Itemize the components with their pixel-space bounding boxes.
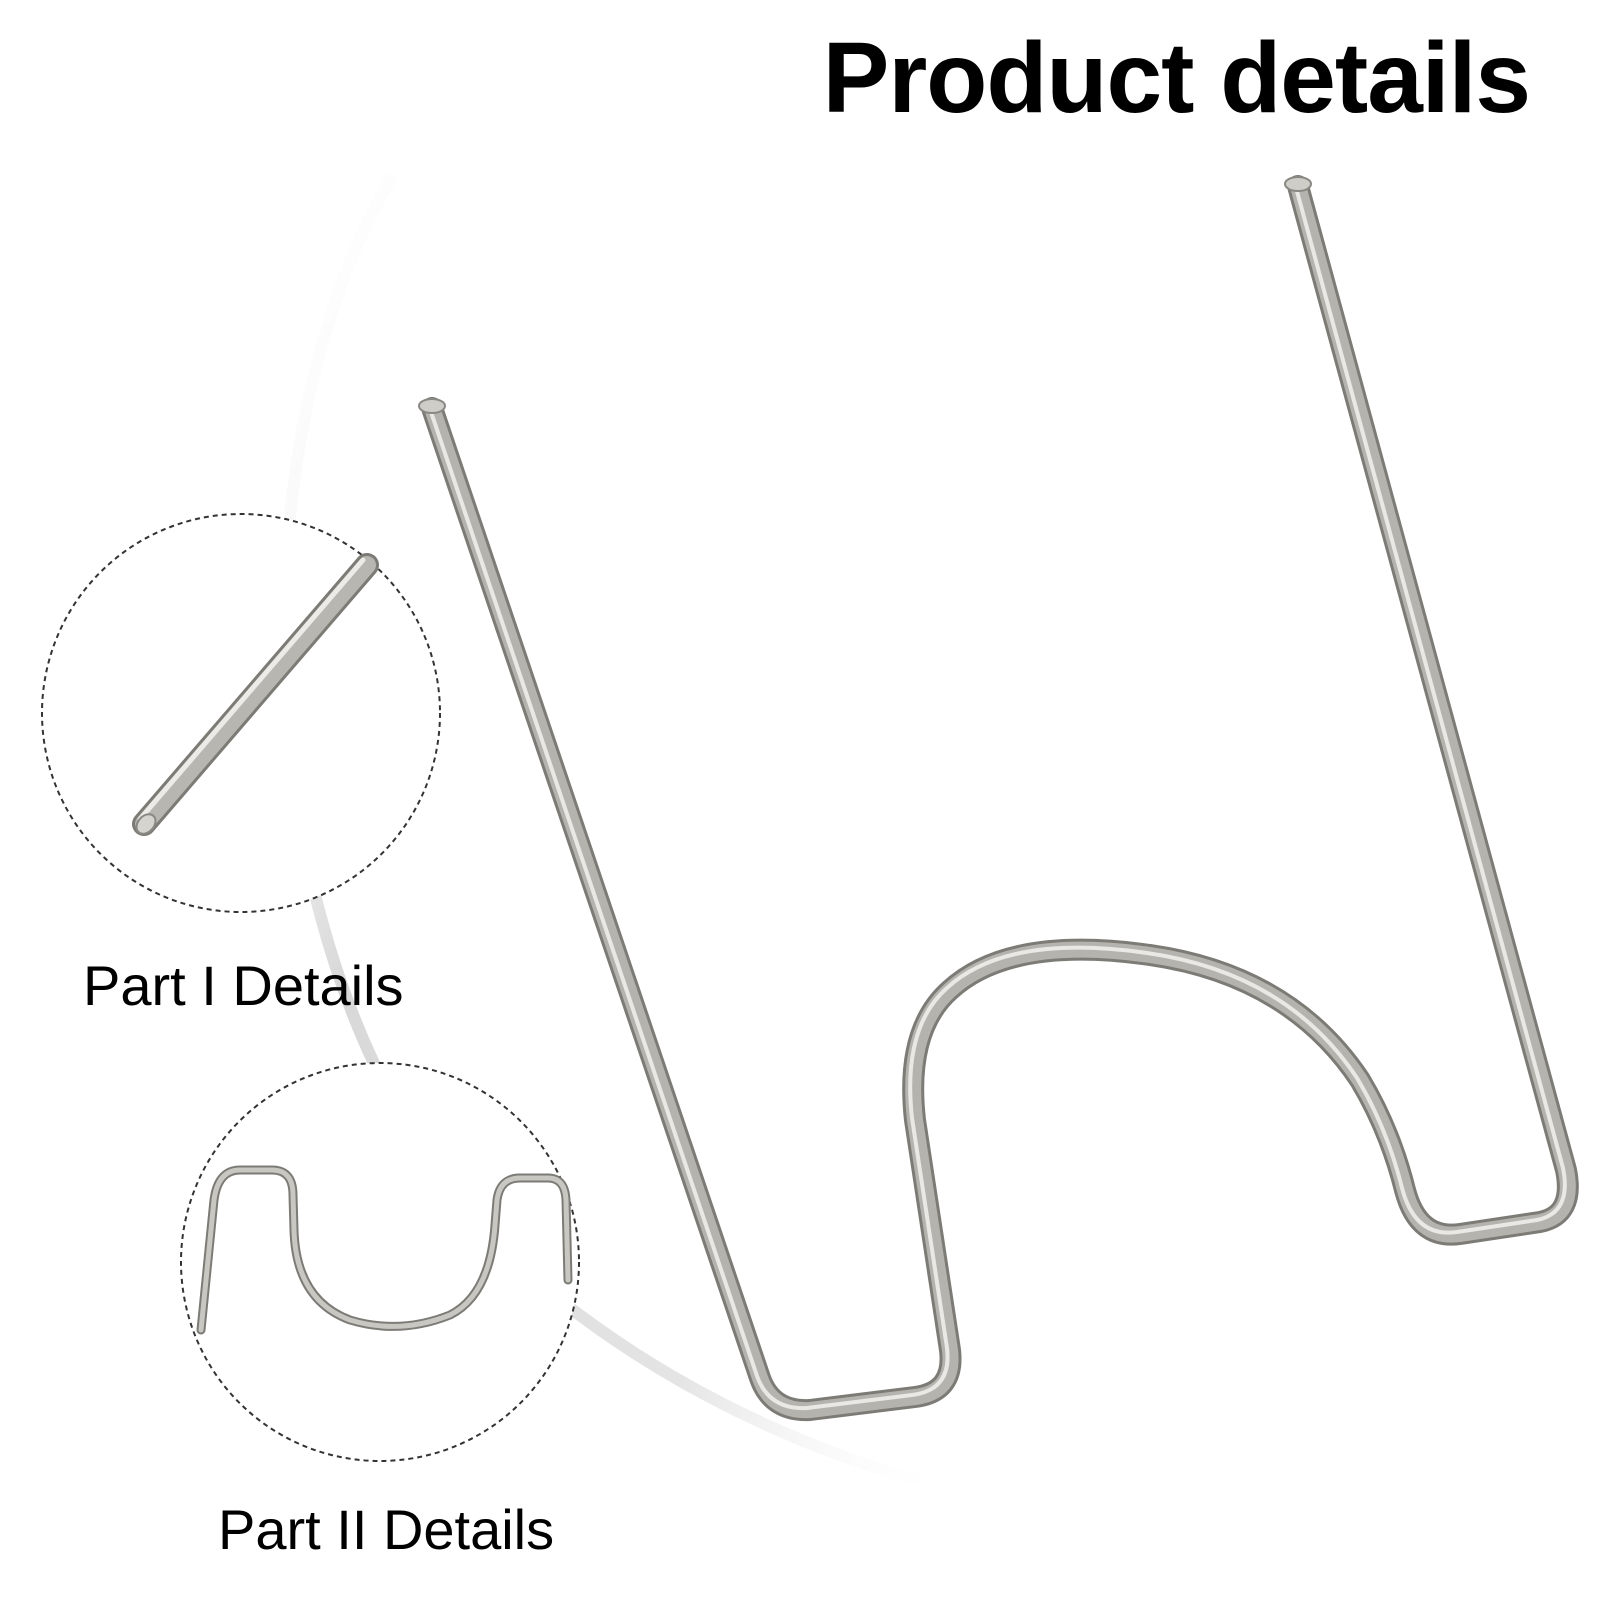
staple-wire-icon: [418, 175, 1579, 1422]
part-2-caption: Part II Details: [218, 1498, 555, 1561]
detail-circle-part-2: [180, 1062, 580, 1462]
wire-bend-detail-icon: [196, 1165, 573, 1335]
part-1-caption: Part I Details: [83, 954, 404, 1017]
wire-end-detail-icon: [132, 553, 379, 836]
page-title: Product details: [822, 22, 1531, 134]
